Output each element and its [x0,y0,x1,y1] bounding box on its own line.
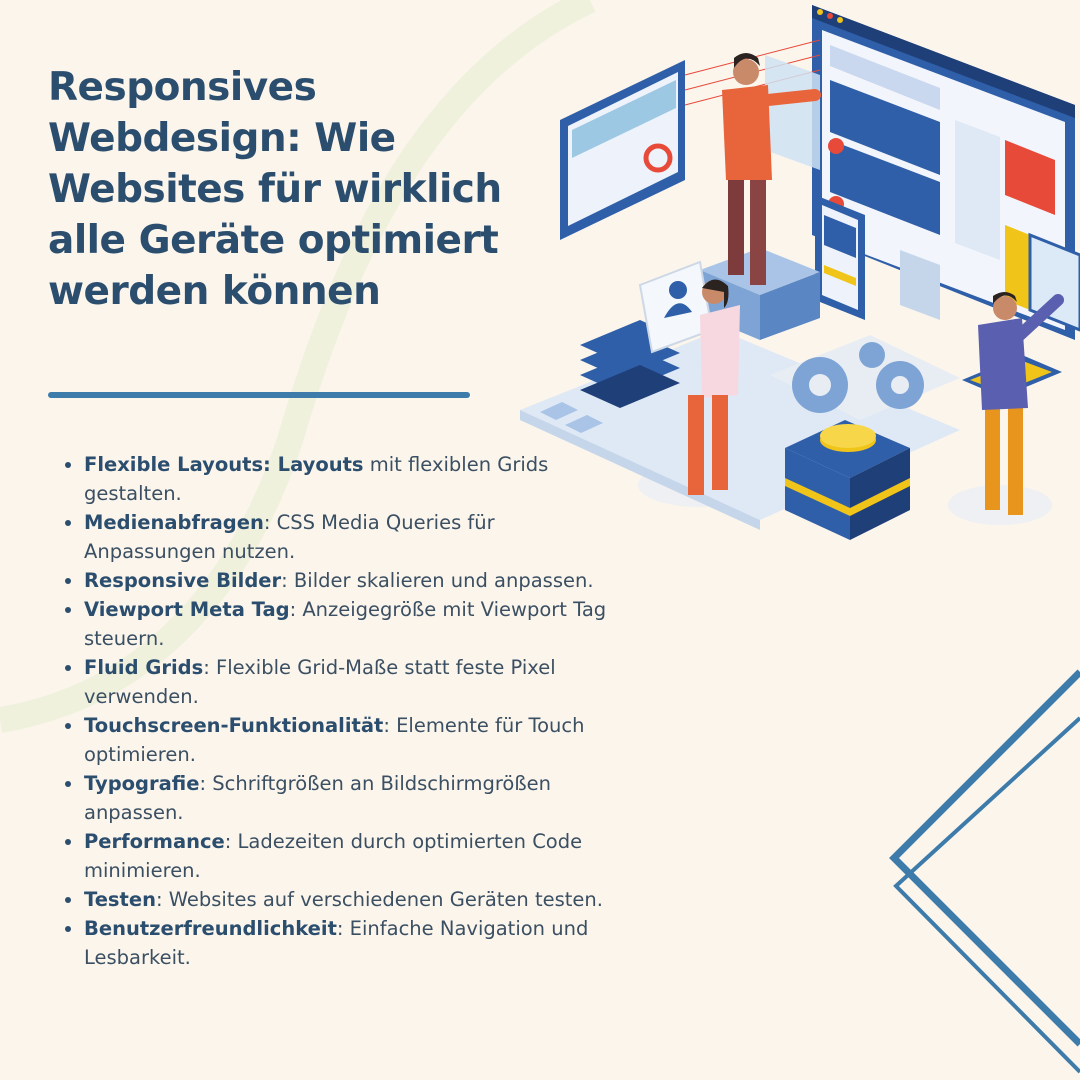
title-divider [48,392,470,398]
list-item-label: Touchscreen-Funktionalität [84,714,384,737]
list-item-label: Performance [84,830,225,853]
list-item: Fluid Grids: Flexible Grid-Maße statt fe… [62,653,630,711]
list-item: Touchscreen-Funktionalität: Elemente für… [62,711,630,769]
list-item: Typografie: Schriftgrößen an Bildschirmg… [62,769,630,827]
list-item: Testen: Websites auf verschiedenen Gerät… [62,885,630,914]
list-item-text: : Einfache Navigation und Lesbarkeit. [84,917,589,969]
list-item: Flexible Layouts: Layouts mit flexiblen … [62,450,630,508]
list-item-text: : Anzeigegröße mit Viewport Tag steuern. [84,598,607,650]
list-item-text: : Elemente für Touch optimieren. [84,714,585,766]
list-item: Benutzerfreundlichkeit: Einfache Navigat… [62,914,630,972]
list-item-label: Viewport Meta Tag [84,598,290,621]
list-item: Medienabfragen: CSS Media Queries für An… [62,508,630,566]
list-item-label: Benutzerfreundlichkeit [84,917,337,940]
list-item-text: : Schriftgrößen an Bildschirmgrößen anpa… [84,772,551,824]
feature-list: Flexible Layouts: Layouts mit flexiblen … [62,450,630,972]
list-item-text: : Bilder skalieren und anpassen. [281,569,594,592]
list-item-label: Fluid Grids [84,656,204,679]
list-item: Viewport Meta Tag: Anzeigegröße mit View… [62,595,630,653]
list-item-label: Medienabfragen [84,511,264,534]
list-item-label: Testen [84,888,156,911]
list-item-text: : Websites auf verschiedenen Geräten tes… [155,888,603,911]
list-item-text: : Ladezeiten durch optimierten Code mini… [84,830,583,882]
page-title: Responsives Webdesign: Wie Websites für … [48,65,502,314]
list-item-label: Responsive Bilder [84,569,282,592]
list-item-label: Typografie [84,772,200,795]
list-item: Responsive Bilder: Bilder skalieren und … [62,566,630,595]
web-design-illustration [520,5,1080,540]
list-item-text: : CSS Media Queries für Anpassungen nutz… [84,511,495,563]
diamond-outline-decoration [889,669,1080,1074]
list-item: Performance: Ladezeiten durch optimierte… [62,827,630,885]
list-item-label: Flexible Layouts: Layouts [84,453,364,476]
list-item-text: : Flexible Grid-Maße statt feste Pixel v… [84,656,556,708]
list-item-text: mit flexiblen Grids gestalten. [84,453,549,505]
